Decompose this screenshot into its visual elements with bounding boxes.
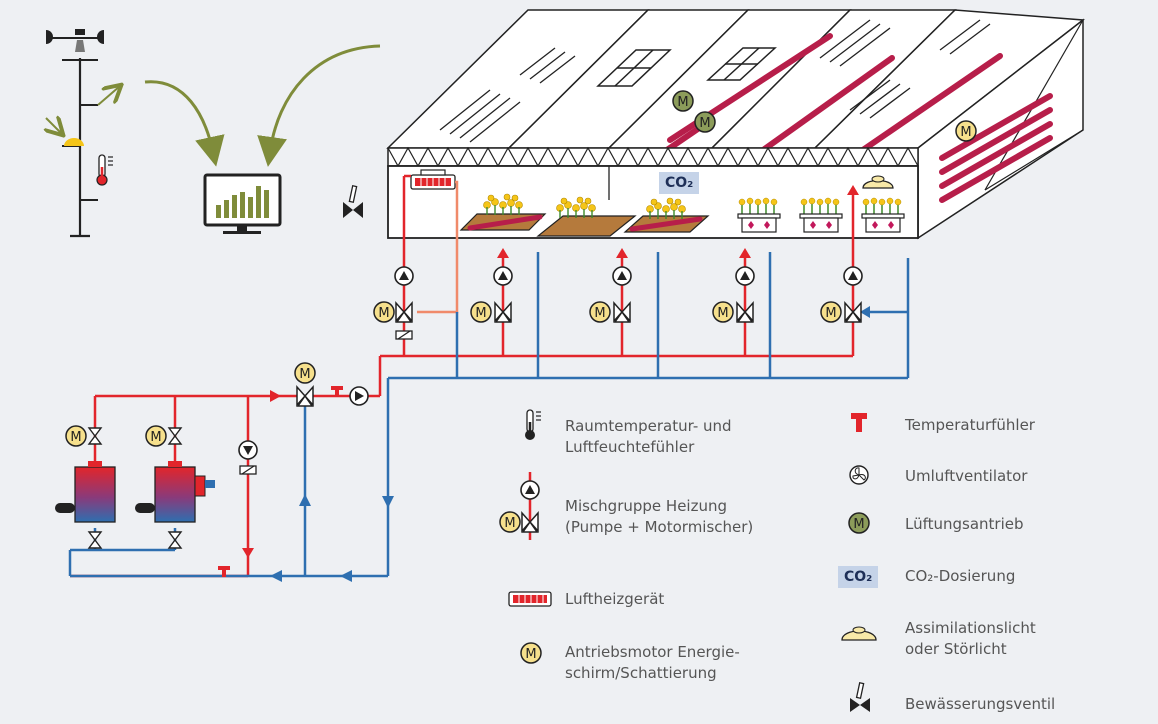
irrigation-valve-icon bbox=[343, 186, 363, 218]
mixer-motor-icon bbox=[590, 302, 610, 322]
bypass-pump-icon bbox=[239, 441, 257, 459]
co2-dosing-badge: CO₂ bbox=[659, 172, 699, 194]
legend-air-heater-icon bbox=[509, 592, 551, 606]
legend-vent-drive-label: Lüftungsantrieb bbox=[905, 514, 1024, 535]
thermometer-icon bbox=[97, 155, 113, 185]
legend-air-heater-label: Luftheizgerät bbox=[565, 589, 664, 610]
vent-drive-motor-icon bbox=[695, 112, 715, 132]
legend-lamp-icon bbox=[842, 627, 876, 640]
legend-thermometer-icon bbox=[525, 410, 541, 440]
pump-icon bbox=[736, 267, 754, 285]
control-flow-arrow bbox=[270, 46, 380, 152]
main-mixing-valve-icon bbox=[297, 387, 313, 406]
mixer-motor-icon bbox=[471, 302, 491, 322]
data-flow-arrow bbox=[145, 82, 213, 152]
mixer-motor-icon bbox=[374, 302, 394, 322]
growing-table bbox=[738, 198, 780, 232]
screen-drive-motor-icon bbox=[956, 121, 976, 141]
legend-drive-motor-icon bbox=[521, 643, 541, 663]
pump-icon bbox=[494, 267, 512, 285]
vent-drive-motor-icon bbox=[673, 91, 693, 111]
anemometer-icon bbox=[46, 29, 104, 52]
pump-icon bbox=[844, 267, 862, 285]
main-pump-icon bbox=[350, 387, 368, 405]
weather-station bbox=[46, 29, 120, 236]
legend-fan-icon bbox=[850, 466, 868, 484]
legend-assim-light-label: Assimilationslicht oder Störlicht bbox=[905, 618, 1036, 660]
legend-co2-badge: CO₂ bbox=[838, 566, 878, 588]
legend-temperature-sensor-icon bbox=[851, 413, 867, 432]
pump-icon bbox=[613, 267, 631, 285]
main-mixer-motor-icon bbox=[295, 363, 315, 383]
legend-drive-motor-label: Antriebsmotor Energie- schirm/Schattieru… bbox=[565, 642, 740, 684]
mixer-motor-icon bbox=[713, 302, 733, 322]
climate-computer-icon bbox=[205, 175, 280, 234]
legend-room-sensor-label: Raumtemperatur- und Luftfeuchtefühler bbox=[565, 416, 732, 458]
growing-table bbox=[862, 198, 904, 232]
boiler bbox=[55, 426, 115, 548]
radiation-sensor-icon bbox=[46, 118, 84, 146]
legend-irrigation-valve-label: Bewässerungsventil bbox=[905, 694, 1055, 715]
legend-irrigation-valve-icon bbox=[850, 683, 870, 712]
growing-table bbox=[800, 198, 842, 232]
legend-vent-drive-icon bbox=[849, 513, 869, 533]
legend-mixing-group-icon bbox=[500, 472, 539, 540]
legend-temp-sensor-label: Temperaturfühler bbox=[905, 415, 1035, 436]
pump-icon bbox=[395, 267, 413, 285]
return-pipe bbox=[70, 252, 908, 576]
legend-fan-label: Umluftventilator bbox=[905, 466, 1027, 487]
legend-mixing-group-label: Mischgruppe Heizung (Pumpe + Motormische… bbox=[565, 496, 753, 538]
legend-co2-label: CO₂-Dosierung bbox=[905, 566, 1015, 587]
greenhouse bbox=[388, 10, 1083, 238]
mixer-motor-icon bbox=[821, 302, 841, 322]
